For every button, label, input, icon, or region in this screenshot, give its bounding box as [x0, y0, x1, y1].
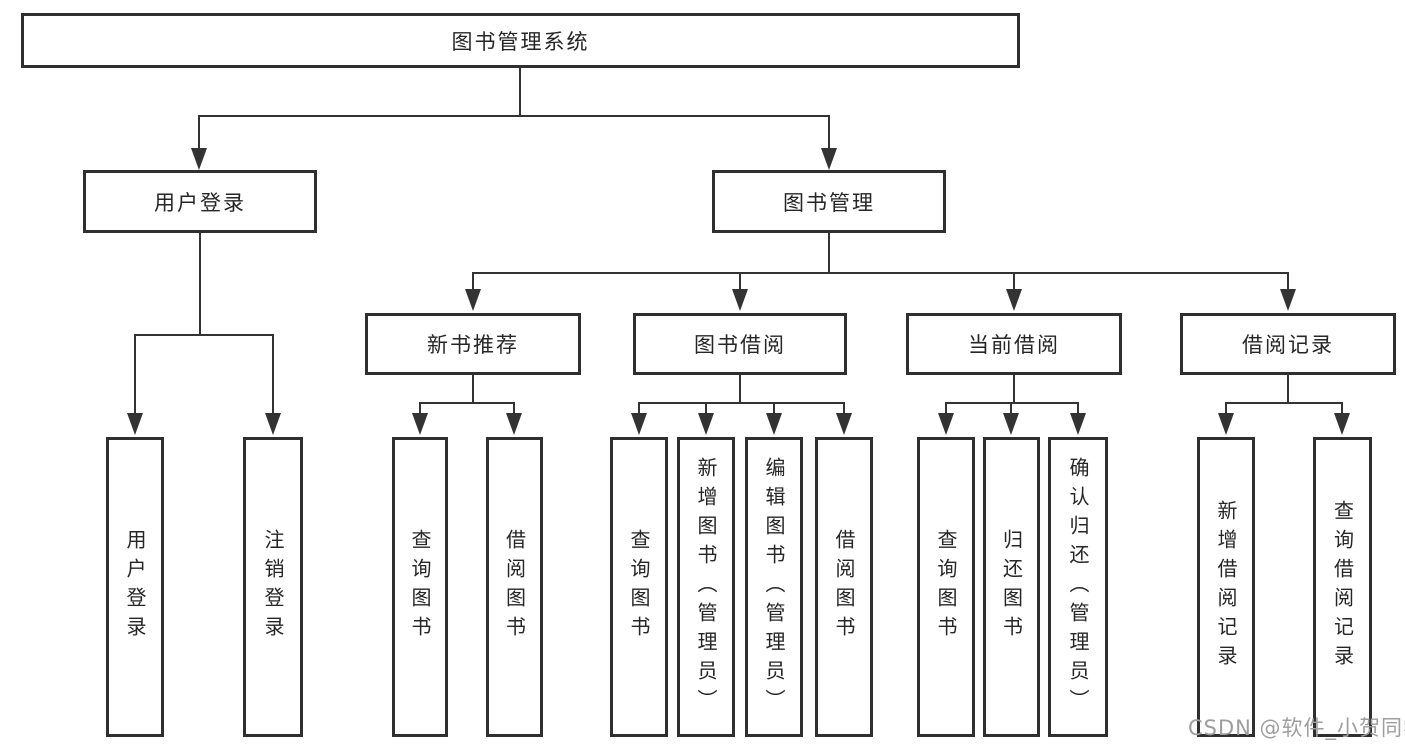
- leaf-query-borrow-record: 查询借阅记录: [1313, 437, 1372, 737]
- down-arrowhead-borrow-books-borrow: [836, 413, 852, 435]
- connector-stem-confirm-return-admin: [1077, 402, 1079, 415]
- down-arrowhead-user-login: [191, 148, 207, 170]
- down-arrowhead-query-borrow-record: [1334, 413, 1350, 435]
- connector-stem-book-borrow: [739, 272, 741, 292]
- csdn-watermark: CSDN @软件_小贺同学: [1188, 716, 1405, 740]
- connector-user-login-hline: [134, 334, 274, 336]
- node-root: 图书管理系统: [21, 13, 1020, 68]
- leaf-add-books-admin: 新增图书（管理员）: [677, 437, 735, 737]
- connector-stem-current-borrow: [1013, 272, 1015, 292]
- down-arrowhead-query-books-current: [938, 413, 954, 435]
- connector-stem-user-login: [198, 115, 200, 151]
- connector-stem-borrow-books-recommend: [513, 402, 515, 415]
- connector-borrow-records-stem: [1287, 375, 1289, 404]
- leaf-borrow-books-recommend-label: 借阅图书: [502, 529, 527, 645]
- connector-new-book-recommend-stem: [472, 375, 474, 404]
- connector-root-stem: [519, 68, 521, 117]
- leaf-add-borrow-record-label: 新增借阅记录: [1214, 500, 1238, 674]
- down-arrowhead-leaf-user-login: [127, 413, 143, 435]
- down-arrowhead-leaf-logout: [265, 413, 281, 435]
- node-book-management: 图书管理: [712, 170, 946, 233]
- connector-book-borrow-stem: [739, 375, 741, 404]
- down-arrowhead-book-management: [821, 148, 837, 170]
- down-arrowhead-confirm-return-admin: [1070, 413, 1086, 435]
- connector-stem-query-books-current: [945, 402, 947, 415]
- leaf-edit-books-admin: 编辑图书（管理员）: [745, 437, 803, 737]
- node-new-book-recommend: 新书推荐: [365, 313, 581, 375]
- leaf-logout-label: 注销登录: [261, 529, 285, 645]
- connector-stem-book-management: [828, 115, 830, 151]
- connector-stem-query-borrow-record: [1341, 402, 1343, 415]
- leaf-user-login: 用户登录: [106, 437, 164, 737]
- leaf-add-books-admin-label: 新增图书（管理员）: [694, 456, 718, 718]
- leaf-return-books-label: 归还图书: [999, 529, 1024, 645]
- leaf-query-books-current-label: 查询图书: [934, 529, 958, 645]
- connector-stem-return-books: [1010, 402, 1012, 415]
- node-root-label: 图书管理系统: [451, 29, 590, 54]
- leaf-query-books-recommend: 查询图书: [392, 437, 448, 737]
- leaf-borrow-books-borrow: 借阅图书: [815, 437, 873, 737]
- leaf-logout: 注销登录: [243, 437, 303, 737]
- node-book-borrow: 图书借阅: [633, 313, 847, 375]
- node-borrow-records-label: 借阅记录: [1242, 333, 1334, 357]
- connector-stem-borrow-books-borrow: [843, 402, 845, 415]
- down-arrowhead-add-borrow-record: [1218, 413, 1234, 435]
- connector-stem-edit-books-admin: [773, 402, 775, 415]
- connector-stem-add-borrow-record: [1225, 402, 1227, 415]
- leaf-user-login-label: 用户登录: [123, 529, 147, 645]
- node-borrow-records: 借阅记录: [1180, 313, 1396, 375]
- connector-book-management-stem: [828, 233, 830, 274]
- node-book-borrow-label: 图书借阅: [694, 333, 786, 357]
- node-new-book-recommend-label: 新书推荐: [427, 333, 519, 357]
- connector-new-book-recommend-hline: [419, 402, 515, 404]
- leaf-confirm-return-admin-label: 确认归还（管理员）: [1066, 456, 1090, 718]
- leaf-edit-books-admin-label: 编辑图书（管理员）: [762, 456, 786, 718]
- leaf-borrow-books-borrow-label: 借阅图书: [832, 529, 856, 645]
- leaf-query-books-current: 查询图书: [917, 437, 975, 737]
- connector-stem-new-book-recommend: [472, 272, 474, 292]
- leaf-query-books-borrow: 查询图书: [610, 437, 668, 737]
- down-arrowhead-new-book-recommend: [465, 289, 481, 311]
- down-arrowhead-current-borrow: [1006, 289, 1022, 311]
- leaf-borrow-books-recommend: 借阅图书: [486, 437, 543, 737]
- down-arrowhead-book-borrow: [732, 289, 748, 311]
- connector-stem-borrow-records: [1287, 272, 1289, 292]
- node-current-borrow-label: 当前借阅: [968, 333, 1060, 357]
- connector-stem-add-books-admin: [705, 402, 707, 415]
- leaf-add-borrow-record: 新增借阅记录: [1197, 437, 1255, 737]
- down-arrowhead-add-books-admin: [698, 413, 714, 435]
- node-book-management-label: 图书管理: [783, 190, 875, 215]
- connector-stem-leaf-user-login: [134, 334, 136, 415]
- node-user-login: 用户登录: [83, 170, 317, 233]
- leaf-query-books-borrow-label: 查询图书: [627, 529, 651, 645]
- leaf-confirm-return-admin: 确认归还（管理员）: [1048, 437, 1108, 737]
- node-current-borrow: 当前借阅: [906, 313, 1122, 375]
- leaf-query-books-recommend-label: 查询图书: [408, 529, 432, 645]
- down-arrowhead-edit-books-admin: [766, 413, 782, 435]
- down-arrowhead-query-books-recommend: [412, 413, 428, 435]
- leaf-return-books: 归还图书: [983, 437, 1040, 737]
- down-arrowhead-borrow-books-recommend: [506, 413, 522, 435]
- connector-stem-query-books-borrow: [638, 402, 640, 415]
- down-arrowhead-borrow-records: [1280, 289, 1296, 311]
- connector-current-borrow-hline: [945, 402, 1079, 404]
- connector-user-login-stem: [199, 233, 201, 336]
- connector-borrow-records-hline: [1225, 402, 1343, 404]
- down-arrowhead-return-books: [1003, 413, 1019, 435]
- connector-book-borrow-hline: [638, 402, 844, 404]
- connector-level3-hline: [472, 272, 1289, 274]
- connector-stem-query-books-recommend: [419, 402, 421, 415]
- connector-stem-leaf-logout: [272, 334, 274, 415]
- leaf-query-borrow-record-label: 查询借阅记录: [1330, 500, 1355, 674]
- connector-level1-hline: [198, 115, 830, 117]
- node-user-login-label: 用户登录: [154, 190, 246, 215]
- connector-current-borrow-stem: [1013, 375, 1015, 404]
- down-arrowhead-query-books-borrow: [631, 413, 647, 435]
